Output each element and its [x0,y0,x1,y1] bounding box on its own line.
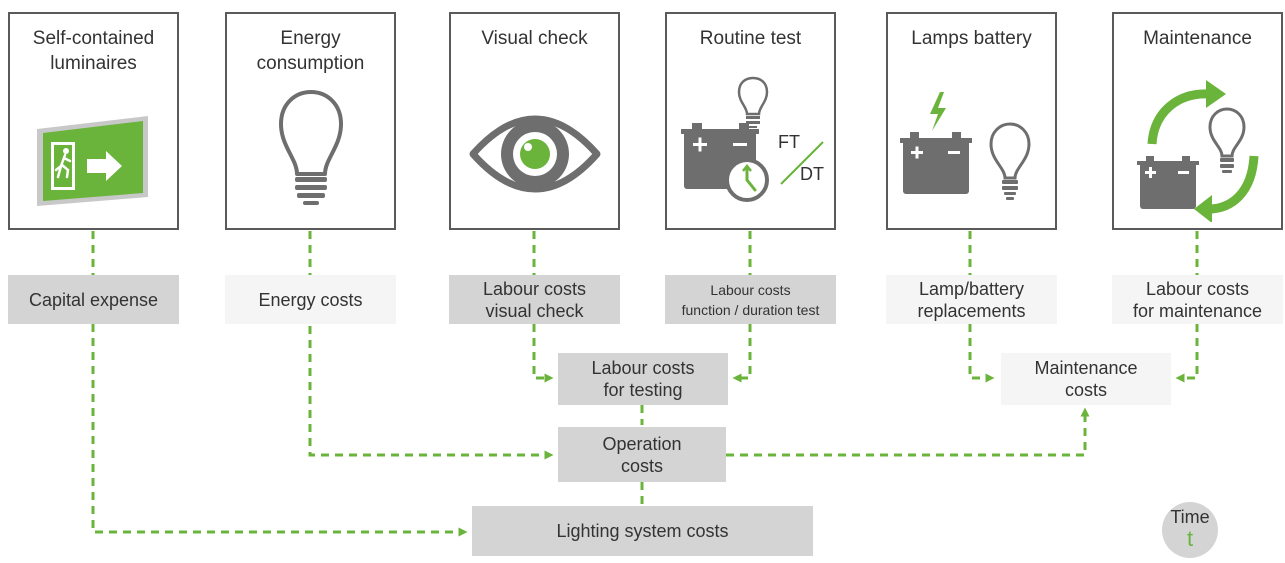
connector-operation-to-maintenance [726,407,1090,457]
card-routine-test: Routine test [665,12,836,230]
time-label: Time [1170,507,1210,527]
battery-bulb-clock-icon: FT DT [667,74,834,220]
cycle-arrow-top-icon [1147,80,1226,145]
card-title: Maintenance [1143,28,1252,49]
card-maintenance: Maintenance [1112,12,1283,230]
card-visual-check: Visual check [449,12,620,230]
card-self-contained-luminaires: Self-contained luminaires [8,12,179,230]
card-title: Self-contained luminaires [32,28,155,74]
battery-lightning-bulb-icon [888,74,1055,220]
labour-testing-box: Labour costs for testing [558,353,728,405]
cycle-arrow-bottom-icon [1194,155,1259,222]
ft-label: FT [778,132,800,152]
card-title: Energy consumption [256,28,365,74]
connector-capital-to-lighting [91,324,468,537]
lighting-system-costs-box: Lighting system costs [472,506,813,556]
time-symbol: t [1186,526,1194,551]
connector-function-to-testing [732,324,752,383]
eye-icon [451,74,618,220]
connector-visual-to-testing [532,324,554,383]
capital-expense-box: Capital expense [8,275,179,324]
card-title: Visual check [481,28,588,49]
operation-costs-box: Operation costs [558,427,726,482]
labour-function-duration-box: Labour costs function / duration test [665,275,836,324]
card-title: Routine test [699,28,802,49]
labour-maintenance-box: Labour costs for maintenance [1112,275,1283,324]
time-badge: Time t [1162,502,1218,558]
bulb-icon [989,122,1031,200]
card-title: Lamps battery [911,28,1032,49]
exit-sign-icon [10,74,177,220]
connector-energy-to-operation [308,312,554,460]
labour-visual-check-box: Labour costs visual check [449,275,620,324]
lamp-battery-replacements-box: Lamp/battery replacements [886,275,1057,324]
lightning-icon [930,92,946,131]
bulb-icon [1208,107,1246,173]
connector-labourmaint-to-maintenance [1175,324,1199,383]
energy-costs-box: Energy costs [225,275,396,324]
battery-icon [1137,156,1199,209]
card-energy-consumption: Energy consumption [225,12,396,230]
battery-bulb-cycle-icon [1114,74,1281,222]
bulb-icon [737,76,769,128]
maintenance-costs-box: Maintenance costs [1001,353,1171,405]
card-lamps-battery: Lamps battery [886,12,1057,230]
clock-icon [725,158,769,202]
dt-label: DT [800,164,824,184]
connector-lamp-to-maintenance [968,324,995,383]
light-bulb-icon [227,74,394,220]
battery-icon [900,132,972,194]
